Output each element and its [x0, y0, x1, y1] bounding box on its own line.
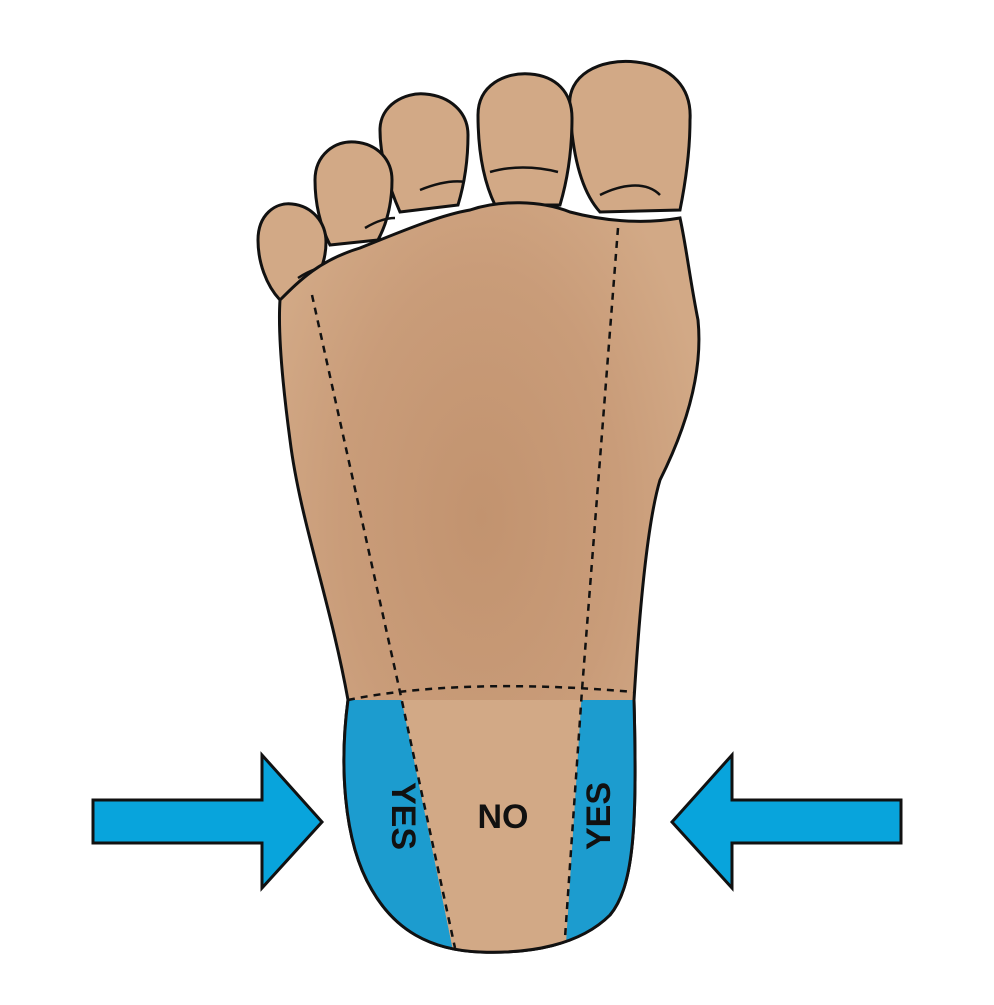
big-toe: [568, 59, 692, 214]
big-toe-crease: [599, 184, 661, 197]
third-toe: [378, 92, 470, 214]
center-no-zone: [400, 700, 582, 953]
right-guide-line: [563, 227, 620, 939]
center-zone-label: NO: [478, 798, 529, 836]
arrow-right-icon: [91, 751, 325, 892]
arrow-left-icon: [669, 751, 903, 892]
heel-guide-curve: [347, 684, 635, 702]
right-zone-label: YES: [580, 782, 618, 850]
second-toe-crease: [489, 166, 559, 174]
third-toe-crease: [419, 180, 466, 192]
heel-outline: [342, 699, 637, 954]
dashed-guides: [310, 227, 635, 949]
fourth-toe: [313, 140, 394, 247]
fourth-toe-crease: [364, 216, 396, 230]
second-toe: [476, 72, 574, 207]
left-zone-label: YES: [384, 782, 422, 850]
